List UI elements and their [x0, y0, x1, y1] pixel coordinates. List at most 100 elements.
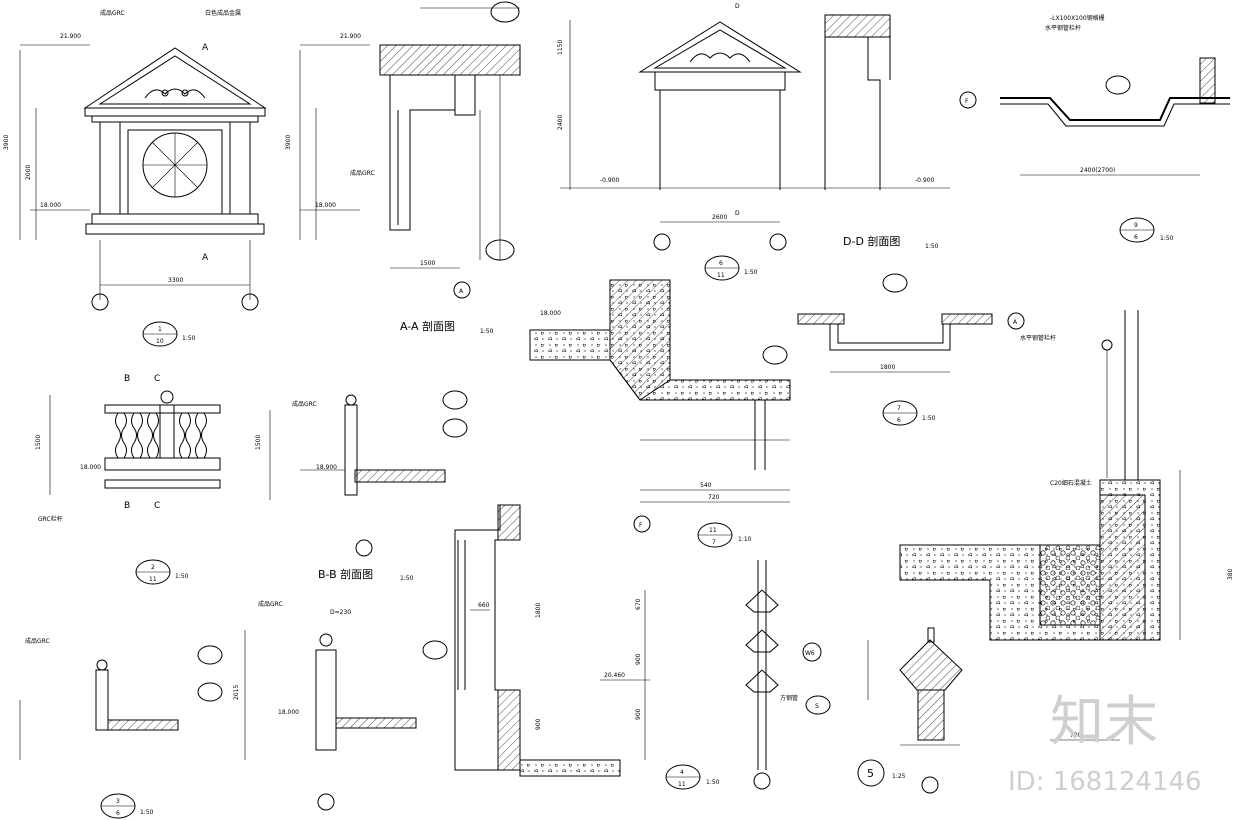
detail-1-elevation: 21.900 成品GRC 白色成品金属 3900 2000 18.000 330… [3, 9, 267, 311]
axis-label: A [202, 43, 209, 53]
callout-bottom: 6 [897, 417, 901, 424]
scale-label: 1:50 [182, 335, 196, 342]
detail-4b: 20.460 670 900 900 [600, 590, 650, 760]
scale-label: 1:50 [140, 809, 154, 816]
steel-label: 方钢管 [780, 694, 798, 702]
dim-label: 900 [635, 653, 642, 665]
detail-3: 成品GRC [19, 637, 223, 760]
callout-top: 11 [709, 527, 717, 534]
dim-label: 900 [635, 708, 642, 720]
note-label: 水平钢管栏杆 [1045, 24, 1081, 32]
dim-label: 3900 [285, 135, 292, 150]
callout-bottom: 11 [149, 576, 157, 583]
callout-11: 11 7 1:10 [697, 522, 752, 548]
dim-label: 380 [1227, 568, 1234, 580]
callout-7: 7 6 1:50 [882, 400, 936, 426]
scale-label: 1:50 [175, 573, 189, 580]
dim-label: 1800 [880, 364, 895, 371]
baluster-group [115, 412, 207, 459]
detail-9: -LX100X100钢格栅 水平钢管栏杆 F 2400(2700) [959, 14, 1230, 176]
detail-11-section: 18.000 540 720 F [529, 279, 791, 533]
callout-bottom: 6 [116, 810, 120, 817]
dim-label: 670 [635, 598, 642, 610]
detail-5: W6 [802, 627, 963, 794]
callout-4: 4 11 1:50 [665, 764, 720, 790]
callout-top: 3 [116, 798, 120, 805]
dim-label: 1500 [255, 435, 262, 450]
grc-label: 成品GRC [292, 400, 317, 408]
detail-4: 660 1800 900 [454, 504, 621, 777]
detail-7: 1800 A [797, 273, 1025, 373]
elev-label: 18.900 [316, 464, 337, 471]
dim-label: 2000 [25, 165, 32, 180]
elev-label: 20.460 [604, 672, 625, 679]
note-label: -LX100X100钢格栅 [1050, 14, 1105, 22]
section-bb: 成品GRC 1500 18.900 B-B 剖面图 1:50 [255, 390, 468, 582]
scale-label: 1:50 [925, 243, 939, 250]
callout-top: 4 [680, 769, 684, 776]
callout-5: 5 1:25 [857, 759, 906, 787]
callout-top: 7 [897, 405, 901, 412]
elev-label: 21.900 [60, 33, 81, 40]
grc-label: 成品GRC [100, 9, 125, 17]
callout-bottom: 11 [717, 272, 725, 279]
callout-2: 2 11 1:50 [135, 559, 189, 585]
axis-label: D [735, 210, 740, 217]
dim-label: 1800 [535, 603, 542, 618]
callout-3: 3 6 1:50 [100, 793, 154, 819]
axis-label: B [124, 374, 130, 384]
dim-label: 900 [535, 718, 542, 730]
callout-bottom: 6 [1134, 234, 1138, 241]
elev-label: 18.000 [80, 464, 101, 471]
axis-label: F [639, 522, 643, 529]
dim-label: 1150 [557, 40, 564, 55]
callout-top: 2 [151, 564, 155, 571]
callout-1: 1 10 1:50 [142, 321, 196, 347]
callout-top: 9 [1134, 222, 1138, 229]
dim-label: 2400(2700) [1080, 167, 1115, 174]
section-title: A-A 剖面图 [400, 319, 455, 333]
axis-label: A [1013, 319, 1018, 326]
dim-label: 2600 [712, 214, 727, 221]
detail-grc-cap: 成品GRC D=230 2015 18.000 [233, 600, 448, 811]
elev-label: -0.900 [600, 177, 620, 184]
note-label: 水平钢管栏杆 [1020, 334, 1056, 342]
axis-label: A [459, 288, 464, 295]
note-label: GRC栏杆 [38, 515, 63, 523]
callout-bottom: 11 [678, 781, 686, 788]
axis-label: B [124, 501, 130, 511]
watermark-brand: 知末 [1050, 690, 1158, 753]
note-label: 白色成品金属 [205, 9, 241, 17]
axis-label: W6 [805, 650, 815, 657]
elev-label: -0.900 [915, 177, 935, 184]
callout-top: 6 [719, 260, 723, 267]
dim-label: 720 [1070, 732, 1082, 739]
scale-label: 1:50 [744, 269, 758, 276]
dim-label: 1500 [35, 435, 42, 450]
axis-label: C [154, 501, 160, 511]
grc-label: 成品GRC [258, 600, 283, 608]
elev-label: 18.000 [315, 202, 336, 209]
watermark-id: ID: 168124146 [1008, 767, 1202, 797]
elev-label: 18.000 [540, 310, 561, 317]
section-title: B-B 剖面图 [318, 567, 373, 581]
dim-label: 2400 [557, 115, 564, 130]
axis-label: C [154, 374, 160, 384]
elev-label: 21.900 [340, 33, 361, 40]
callout-top: 5 [867, 767, 874, 780]
scale-label: 1:50 [706, 779, 720, 786]
dim-label: 660 [478, 602, 490, 609]
scale-label: 1:25 [892, 773, 906, 780]
elev-label: 18.000 [278, 709, 299, 716]
detail-6: D -0.900 -0.900 2400 1150 2600 D [557, 3, 950, 251]
dim-label: 1500 [420, 260, 435, 267]
detail-8: 720 C20细石混凝土 水平钢管栏杆 380 [899, 310, 1234, 741]
axis-label: F [965, 98, 969, 105]
grc-label: 成品GRC [25, 637, 50, 645]
axis-label: A [202, 253, 209, 263]
callout-top: 1 [158, 326, 162, 333]
dim-label: 3900 [3, 135, 10, 150]
section-aa: 21.900 18.000 3900 成品GRC 1500 A A-A 剖面图 … [285, 1, 521, 335]
callout-9: 9 6 1:50 [1119, 217, 1174, 243]
concrete-label: C20细石混凝土 [1050, 479, 1092, 487]
